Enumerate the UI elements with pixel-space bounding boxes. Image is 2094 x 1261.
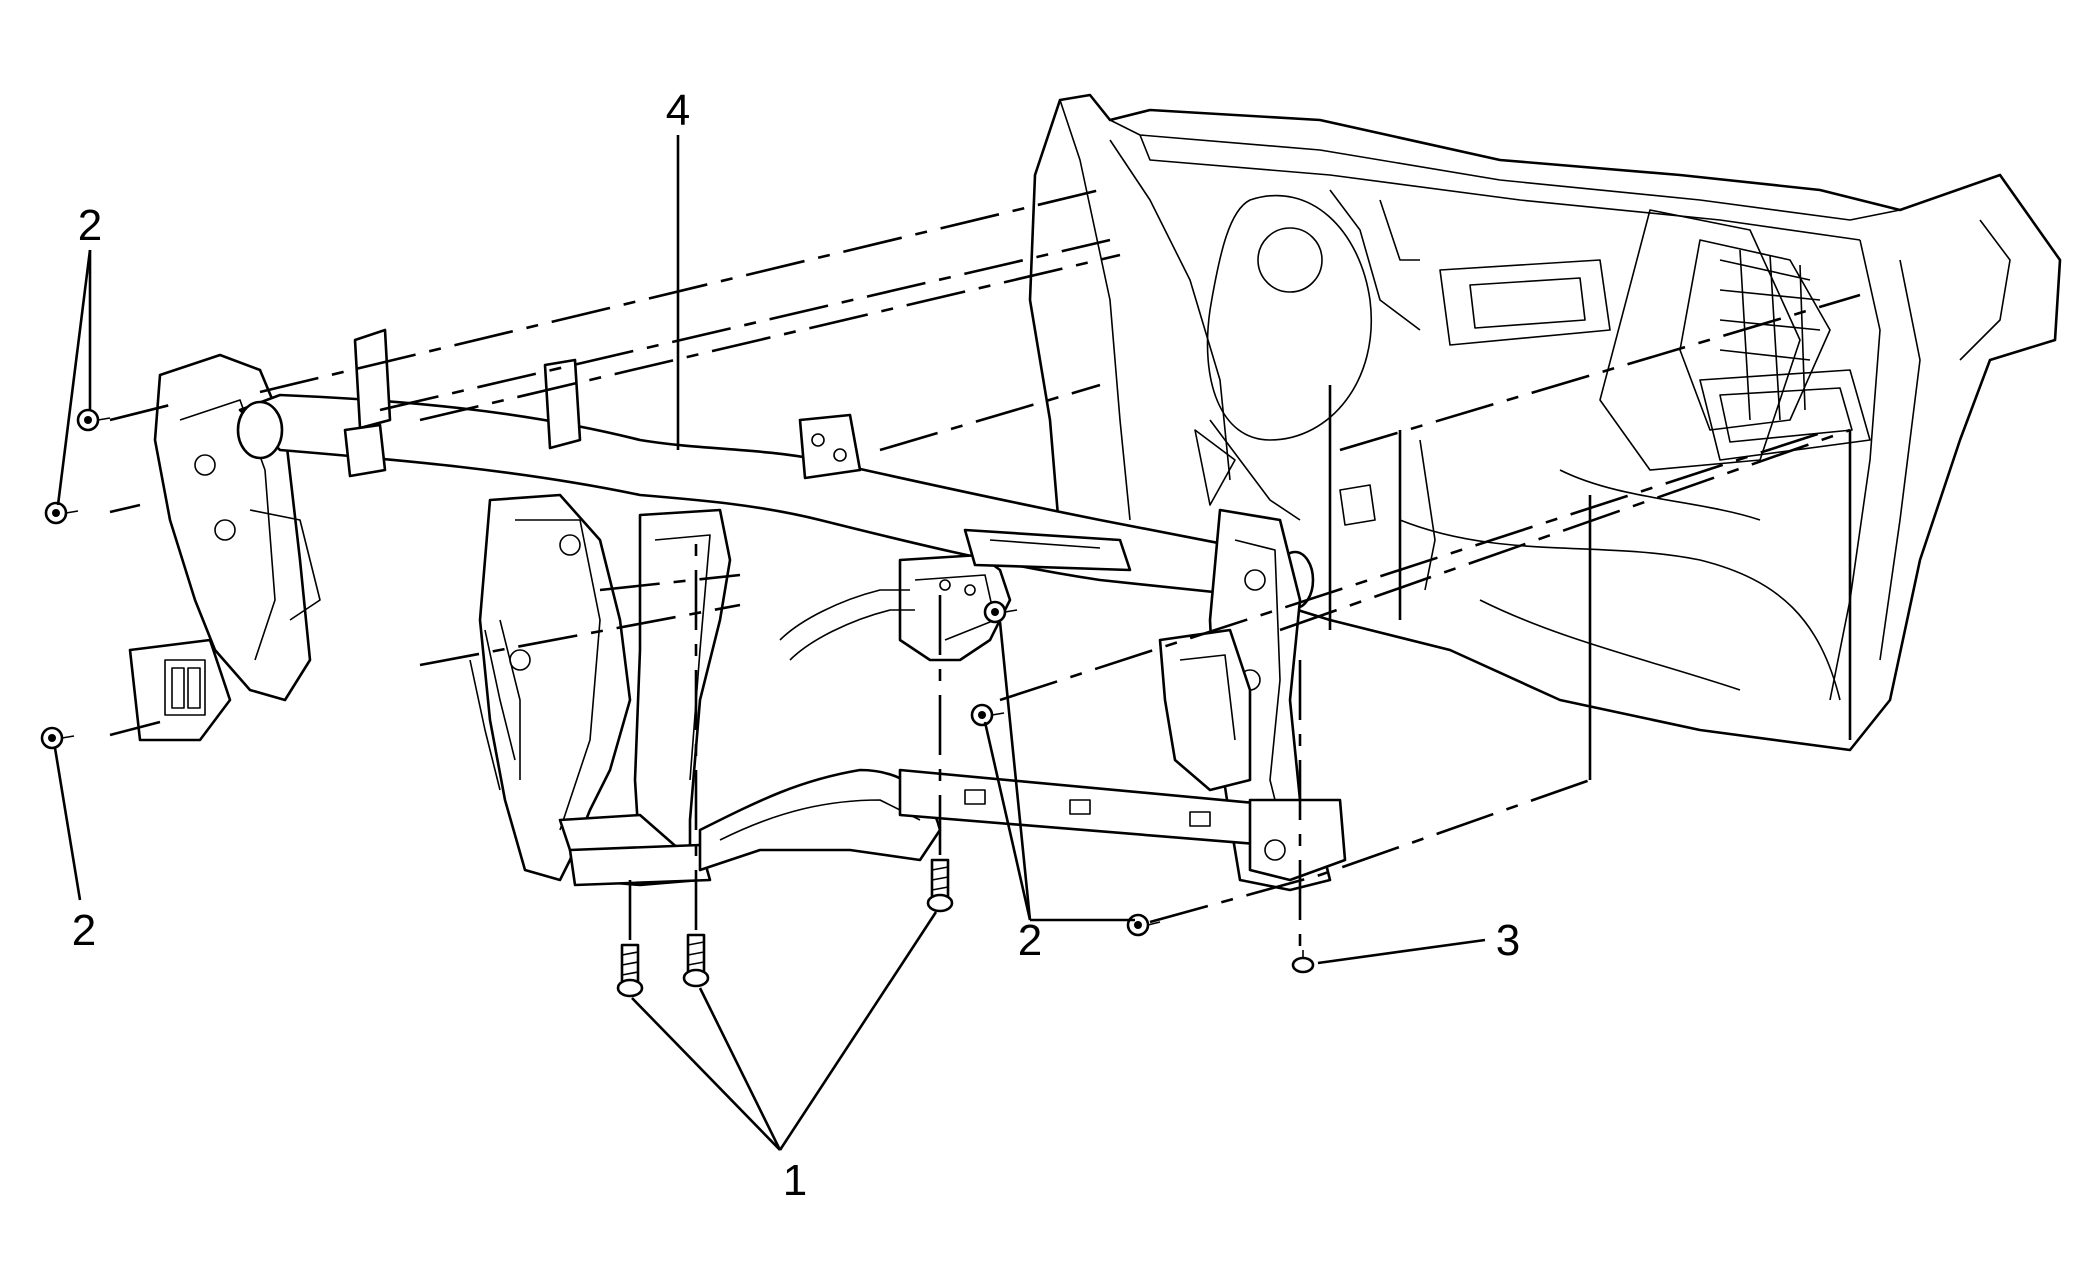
leader-lines [53, 135, 1486, 1151]
nut-icon [40, 726, 75, 750]
nut-icon [44, 501, 79, 525]
callout-3: 3 [1496, 916, 1520, 965]
callout-2-lower-left: 2 [72, 906, 96, 955]
nut-icon [76, 408, 111, 432]
bolt-icon [616, 943, 644, 998]
callouts: 2 2 4 1 2 3 [72, 86, 1520, 1205]
bolt-icon [926, 858, 954, 913]
callout-4: 4 [666, 86, 690, 135]
nut-icon [970, 703, 1005, 727]
nut-icon [983, 600, 1018, 624]
callout-2-upper-left: 2 [78, 201, 102, 250]
callout-1: 1 [783, 1156, 807, 1205]
fasteners [40, 408, 1315, 998]
nut-icon [1126, 913, 1161, 937]
instrument-panel-carrier [128, 328, 1347, 892]
alignment-lines [109, 188, 1861, 950]
bolt-icon [682, 933, 710, 988]
callout-2-center: 2 [1018, 916, 1042, 965]
nut-icon [1291, 950, 1315, 974]
